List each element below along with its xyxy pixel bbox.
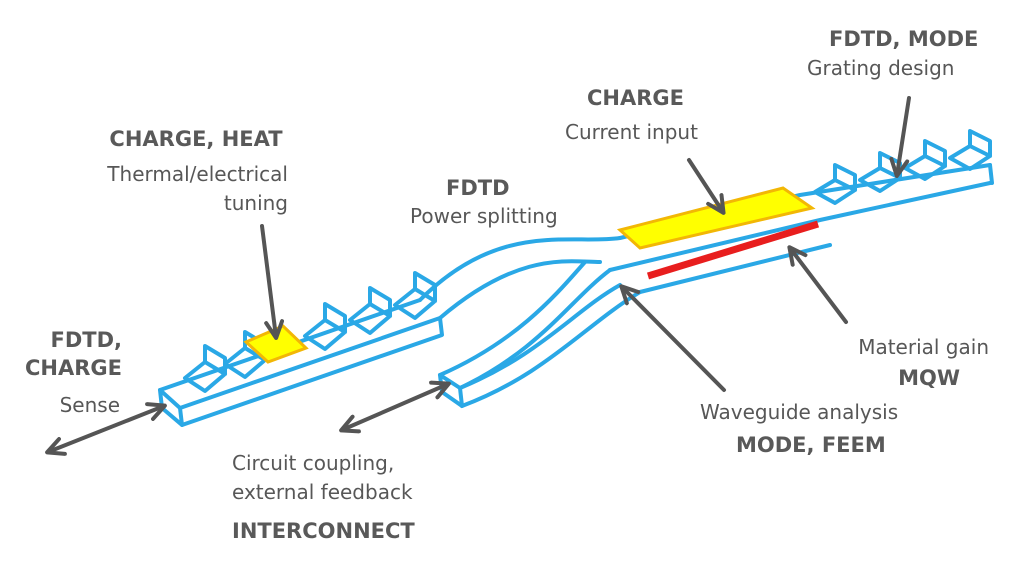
circuit-tool-label: INTERCONNECT xyxy=(232,519,415,543)
y-branch-splitter xyxy=(418,236,642,408)
gain-desc-label: Material gain xyxy=(858,335,989,359)
sense-desc-label: Sense xyxy=(59,393,120,417)
material-gain-arrow xyxy=(787,245,848,324)
current-desc-label: Current input xyxy=(565,120,698,144)
current-input-electrode xyxy=(616,186,816,250)
splitting-tool-label: FDTD xyxy=(446,176,510,200)
circuit-coupling-arrow xyxy=(339,380,451,434)
gain-tool-label: MQW xyxy=(898,366,960,390)
sense-port-arrow xyxy=(45,402,167,456)
sense-tools-label: FDTD, CHARGE xyxy=(25,328,122,380)
grating-desc-label: Grating design xyxy=(807,56,955,80)
grating-design-arrow xyxy=(889,96,911,178)
tuning-arrow xyxy=(260,224,285,340)
current-tool-label: CHARGE xyxy=(587,86,684,110)
splitting-desc-label: Power splitting xyxy=(410,204,558,228)
gain-region-stripe xyxy=(646,220,820,280)
grating-tools-label: FDTD, MODE xyxy=(829,27,979,51)
tuning-tools-label: CHARGE, HEAT xyxy=(109,127,283,151)
waveguide-analysis-arrow xyxy=(619,284,726,392)
circuit-desc-label: Circuit coupling, external feedback xyxy=(232,451,413,504)
current-input-arrow xyxy=(687,158,726,215)
waveguide-desc-label: Waveguide analysis xyxy=(700,400,899,424)
tuning-desc-label: Thermal/electrical tuning xyxy=(107,162,288,215)
right-grating-teeth xyxy=(813,129,992,205)
waveguide-tools-label: MODE, FEEM xyxy=(736,433,886,457)
